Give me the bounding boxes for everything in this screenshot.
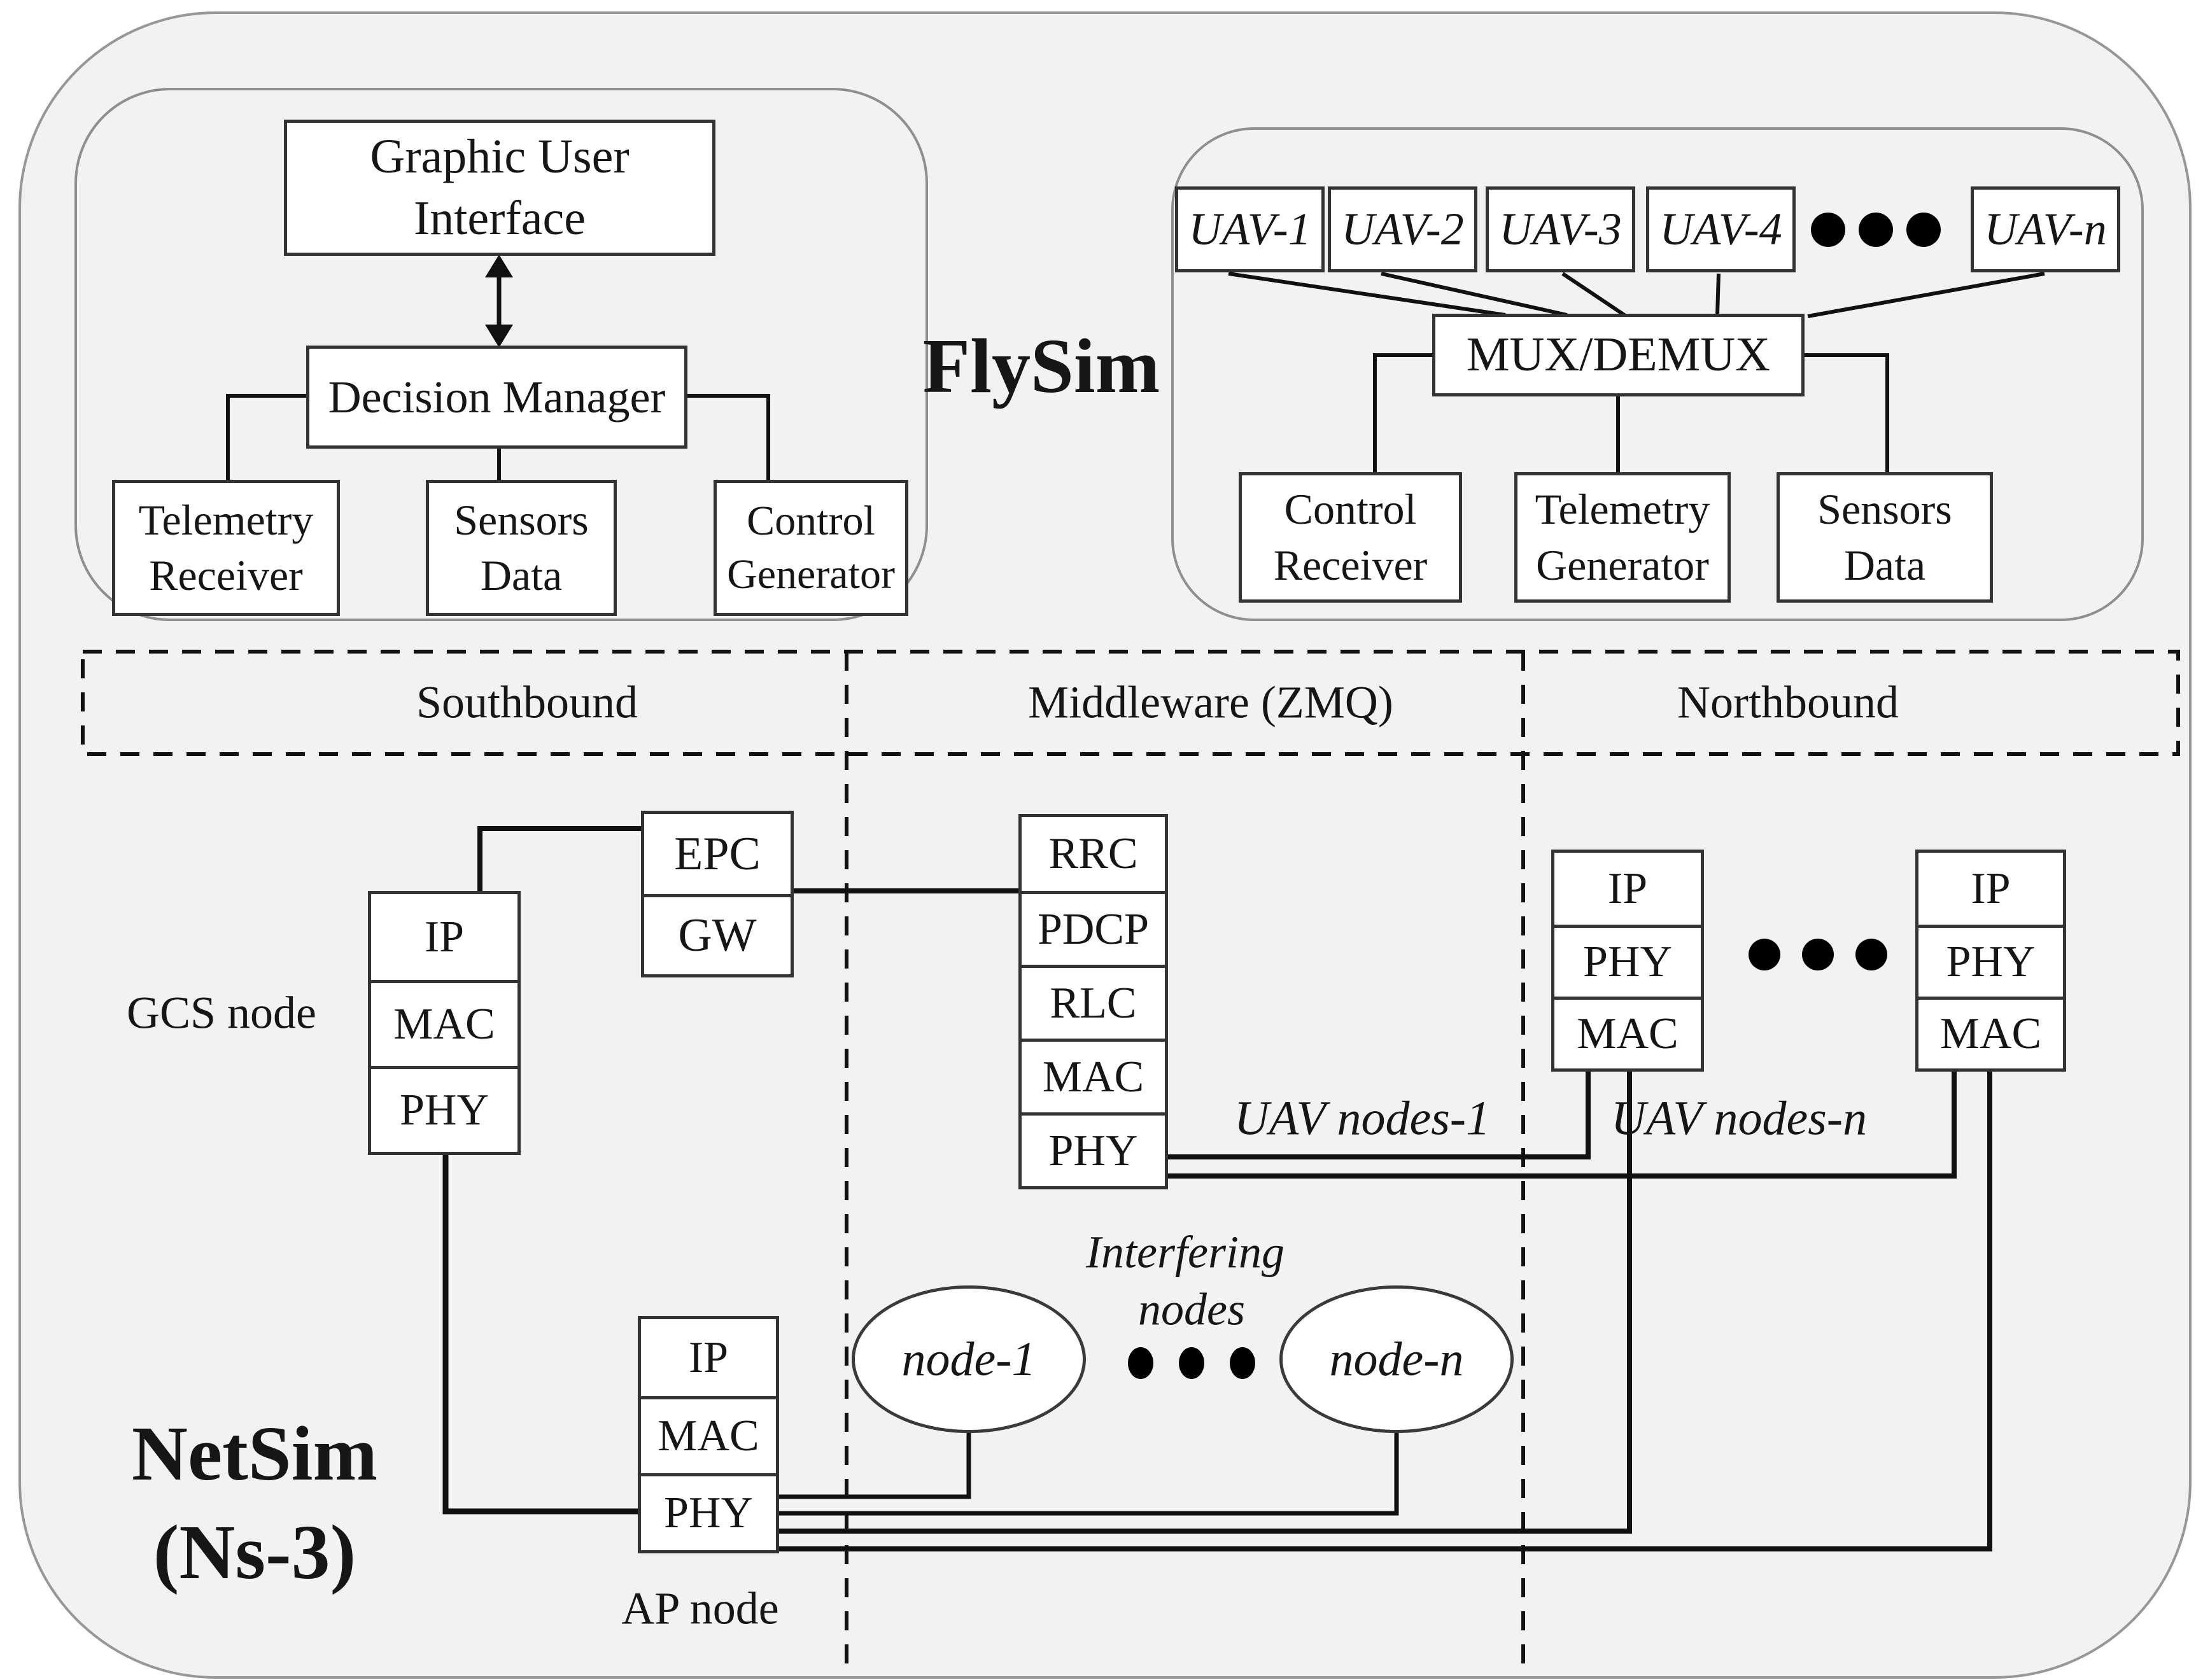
uavn-box: UAV-n xyxy=(1971,186,2120,272)
mux-demux-box: MUX/DEMUX xyxy=(1432,314,1805,396)
uav4-label: UAV-4 xyxy=(1659,204,1782,255)
lte-stack-mac: MAC xyxy=(1022,1039,1165,1112)
telemetry-receiver-box: Telemetry Receiver xyxy=(112,480,340,616)
lte-stack-rlc: RLC xyxy=(1022,965,1165,1039)
uav3-label: UAV-3 xyxy=(1499,204,1622,255)
decision-manager-box: Decision Manager xyxy=(306,346,687,449)
ap-node-label: AP node xyxy=(621,1583,779,1634)
control-receiver-box: Control Receiver xyxy=(1239,472,1462,603)
ap-stack-ip: IP xyxy=(688,1333,729,1382)
uav-stackn-ip: IP xyxy=(1971,864,2011,913)
sensors-data2-line2: Data xyxy=(1843,540,1926,589)
uav-node-stack-1: IP PHY MAC xyxy=(1551,850,1704,1072)
lte-stack: RRC PDCP RLC MAC PHY xyxy=(1018,814,1168,1189)
ap-stack-phy: PHY xyxy=(641,1473,776,1550)
gcs-stack: IP MAC PHY xyxy=(368,891,521,1155)
uav-stack1-mac: MAC xyxy=(1554,997,1701,1068)
ap-node-stack: IP MAC PHY xyxy=(638,1316,779,1553)
uav3-box: UAV-3 xyxy=(1486,186,1635,272)
gui-box: Graphic User Interface xyxy=(284,120,715,256)
interfering-label-line2: nodes xyxy=(1138,1284,1245,1335)
telemetry-generator-line1: Telemetry xyxy=(1535,485,1710,534)
uav-stack1-phy: PHY xyxy=(1554,925,1701,997)
sensors-data-line1: Sensors xyxy=(454,495,589,544)
node-1-label: node-1 xyxy=(901,1332,1036,1386)
sensors-data2-line1: Sensors xyxy=(1817,485,1952,534)
epc-gw-stack: EPC GW xyxy=(641,811,794,977)
telemetry-generator-box: Telemetry Generator xyxy=(1514,472,1731,603)
lte-stack-pdcp: PDCP xyxy=(1022,891,1165,965)
uav-stack1-ip: IP xyxy=(1607,864,1648,913)
gcs-stack-ip: IP xyxy=(424,912,465,962)
control-generator-line2: Generator xyxy=(727,551,895,598)
lte-stack-rrc: RRC xyxy=(1048,829,1138,878)
uav-software-module xyxy=(1171,127,2144,621)
telemetry-receiver-line2: Receiver xyxy=(149,551,303,599)
gui-label-line1: Graphic User xyxy=(370,129,630,183)
lte-stack-phy: PHY xyxy=(1022,1112,1165,1186)
uav-stackn-mac: MAC xyxy=(1918,997,2063,1068)
gcs-node-label: GCS node xyxy=(126,987,317,1039)
netsim-title-line1: NetSim xyxy=(131,1411,378,1497)
sensors-data-box: Sensors Data xyxy=(426,480,617,616)
control-receiver-line1: Control xyxy=(1284,485,1417,534)
uav1-label: UAV-1 xyxy=(1188,204,1311,255)
sensors-data-line2: Data xyxy=(480,551,563,599)
gcs-stack-mac: MAC xyxy=(371,980,517,1066)
ap-stack-mac: MAC xyxy=(641,1396,776,1473)
uav4-box: UAV-4 xyxy=(1646,186,1796,272)
band-middleware-label: Middleware (ZMQ) xyxy=(1028,676,1393,728)
uav2-label: UAV-2 xyxy=(1341,204,1464,255)
uav-nodes-1-label: UAV nodes-1 xyxy=(1234,1091,1491,1145)
interfering-node-n: node-n xyxy=(1279,1285,1514,1433)
decision-manager-label: Decision Manager xyxy=(328,371,666,423)
gcs-software-module xyxy=(74,88,928,621)
telemetry-generator-line2: Generator xyxy=(1536,540,1709,589)
interfering-node-1: node-1 xyxy=(852,1285,1086,1433)
band-northbound-label: Northbound xyxy=(1677,676,1899,728)
gw-row: GW xyxy=(644,894,791,974)
flysim-title: FlySim xyxy=(922,323,1160,409)
band-southbound-label: Southbound xyxy=(416,676,638,728)
uav-node-stack-n: IP PHY MAC xyxy=(1915,850,2066,1072)
uav1-box: UAV-1 xyxy=(1175,186,1325,272)
gui-label-line2: Interface xyxy=(414,192,586,245)
mux-demux-label: MUX/DEMUX xyxy=(1466,328,1771,382)
netsim-title-line2: (Ns-3) xyxy=(153,1509,356,1595)
uav2-box: UAV-2 xyxy=(1328,186,1477,272)
uavn-label: UAV-n xyxy=(1984,204,2107,255)
telemetry-receiver-line1: Telemetry xyxy=(138,495,314,544)
uav-stackn-phy: PHY xyxy=(1918,925,2063,997)
sensors-data2-box: Sensors Data xyxy=(1777,472,1993,603)
gcs-stack-phy: PHY xyxy=(371,1066,517,1152)
control-generator-line1: Control xyxy=(747,497,875,544)
interfering-label-line1: Interfering xyxy=(1086,1226,1284,1278)
control-generator-box: Control Generator xyxy=(714,480,908,616)
control-receiver-line2: Receiver xyxy=(1273,540,1428,589)
epc-row: EPC xyxy=(674,827,761,880)
uav-nodes-n-label: UAV nodes-n xyxy=(1610,1091,1868,1145)
node-n-label: node-n xyxy=(1329,1332,1464,1386)
